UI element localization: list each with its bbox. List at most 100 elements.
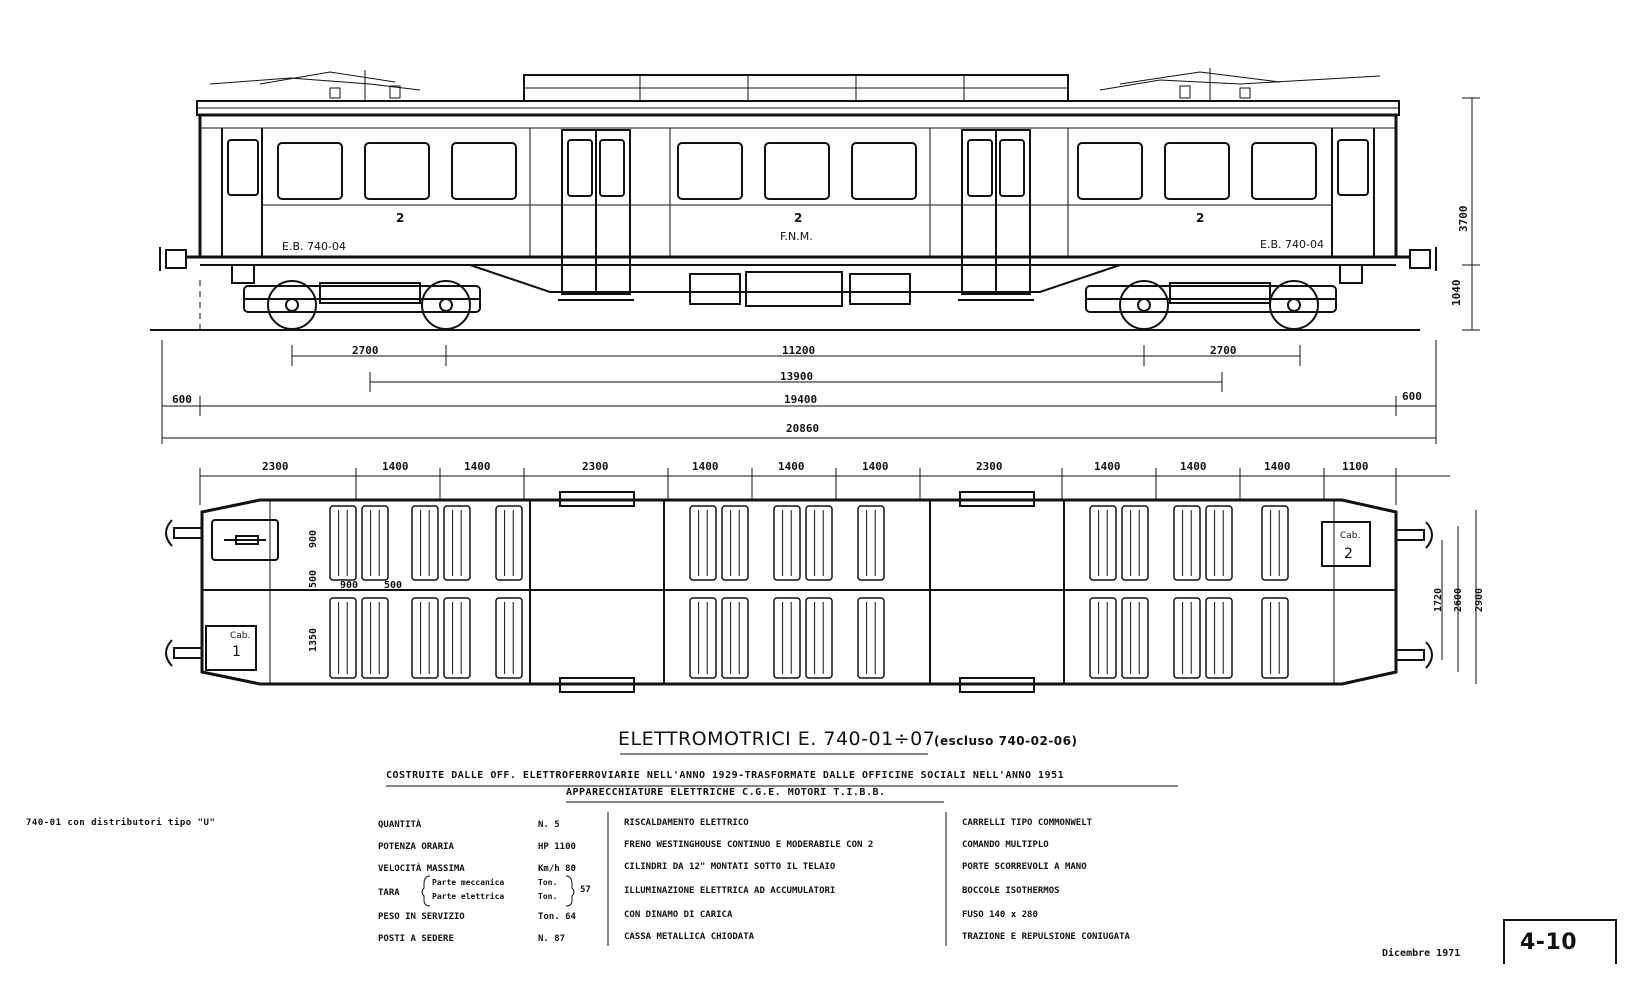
spec-value: Km/h 80 [538,864,576,874]
drawing-subtitle-2: APPARECCHIATURE ELETTRICHE C.G.E. MOTORI… [566,787,886,798]
dim-floor: 1040 [1450,280,1463,307]
inner-dim: 500 [308,570,319,588]
seat-bench [805,505,833,581]
spec-item: RISCALDAMENTO ELETTRICO [624,818,749,828]
seat-bench [857,505,885,581]
plan-dim: 1100 [1342,460,1369,473]
side-elevation: 2 2 2 F.N.M. E.B. 740-04 E.B. 740-04 270… [150,68,1480,444]
plan-dim: 1400 [464,460,491,473]
seat-bench [721,597,749,679]
drawing-subtitle-1: COSTRUITE DALLE OFF. ELETTROFERROVIARIE … [386,770,1065,781]
spec-item: CON DINAMO DI CARICA [624,910,733,920]
plan-seats [329,505,1289,679]
side-dimension-lines [161,97,1480,444]
dim-overhang-left: 600 [172,393,192,406]
cab-2-number: 2 [1344,546,1353,562]
seat-bench [773,505,801,581]
seat-bench [495,597,523,679]
seat-bench [1121,505,1149,581]
seat-bench [443,597,471,679]
seat-bench [495,505,523,581]
seat-bench [1205,597,1233,679]
plan-dim: 1400 [778,460,805,473]
spec-label: PESO IN SERVIZIO [378,912,465,922]
seat-bench [411,597,439,679]
inner-dim: 900 [308,530,319,548]
sheet-number: 4-10 [1520,930,1578,955]
tara-total: 57 [580,885,591,895]
spec-item: ILLUMINAZIONE ELETTRICA AD ACCUMULATORI [624,886,836,896]
plan-dim: 2300 [262,460,289,473]
plan-dim: 1400 [382,460,409,473]
plan-cab-1 [205,519,279,671]
seat-bench [361,505,389,581]
dim-overhang-right: 600 [1402,390,1422,403]
seat-bench [721,505,749,581]
plan-view: 2300 1400 1400 2300 1400 1400 1400 2300 … [165,460,1485,693]
side-doors [561,129,1031,295]
spec-item: CASSA METALLICA CHIODATA [624,932,755,942]
spec-item: CARRELLI TIPO COMMONWELT [962,818,1093,828]
buffers-side [159,247,1437,271]
spec-value: N. 5 [538,820,560,830]
spec-value: HP 1100 [538,842,576,852]
spec-value: Ton. 64 [538,912,576,922]
car-class-label: 2 [794,211,802,225]
plan-dim: 1400 [692,460,719,473]
dim-center: 11200 [782,344,815,357]
seat-bench [1173,597,1201,679]
seat-bench [329,597,357,679]
car-class-label: 2 [396,211,404,225]
spec-item: CILINDRI DA 12" MONTATI SOTTO IL TELAIO [624,862,836,872]
seat-bench [1121,597,1149,679]
dim-pivots: 13900 [780,370,813,383]
roof-equipment-left [209,70,421,100]
side-windows [277,142,1317,200]
spec-label: QUANTITÀ [378,820,422,830]
bogie-left [231,264,481,330]
seat-bench [805,597,833,679]
tara-part: Parte elettrica [432,892,505,901]
tara-part: Parte meccanica [432,878,505,887]
drawing-date: Dicembre 1971 [1382,948,1461,959]
roof-equipment-right [1099,68,1381,100]
plan-top-dimension-line [199,468,1450,505]
dim-bogie-left: 2700 [352,344,379,357]
spec-label: VELOCITÀ MASSIMA [378,864,465,874]
seat-bench [361,597,389,679]
plan-cab-2 [1321,521,1371,567]
seat-bench [689,505,717,581]
width-dim: 2900 [1474,588,1485,612]
tara-unit: Ton. [538,878,558,887]
spec-item: COMANDO MULTIPLO [962,840,1049,850]
cab-1-number: 1 [232,644,241,660]
width-dim: 2600 [1453,588,1464,612]
side-note: 740-01 con distributori tipo "U" [26,818,216,828]
tara-unit: Ton. [538,892,558,901]
spec-label: TARA [378,888,400,898]
seat-bench [443,505,471,581]
spec-label: POSTI A SEDERE [378,934,454,944]
plan-dim: 1400 [1180,460,1207,473]
spec-item: PORTE SCORREVOLI A MANO [962,862,1087,872]
plan-dim: 1400 [862,460,889,473]
seat-bench [773,597,801,679]
car-class-label: 2 [1196,211,1204,225]
seat-bench [329,505,357,581]
inner-dim: 1350 [308,628,319,652]
inner-dim: 900 [340,580,358,591]
owner-marking: F.N.M. [780,230,813,243]
plan-vestibules [529,491,1065,693]
seat-bench [1261,505,1289,581]
spec-item: FUSO 140 x 280 [962,910,1038,920]
seat-bench [689,597,717,679]
inner-dim: 500 [384,580,402,591]
dim-body: 19400 [784,393,817,406]
cab-2-label: Cab. [1340,531,1360,541]
cab-1-label: Cab. [230,631,250,641]
seat-bench [1173,505,1201,581]
width-dim: 1720 [1433,588,1444,612]
plan-dim: 2300 [582,460,609,473]
